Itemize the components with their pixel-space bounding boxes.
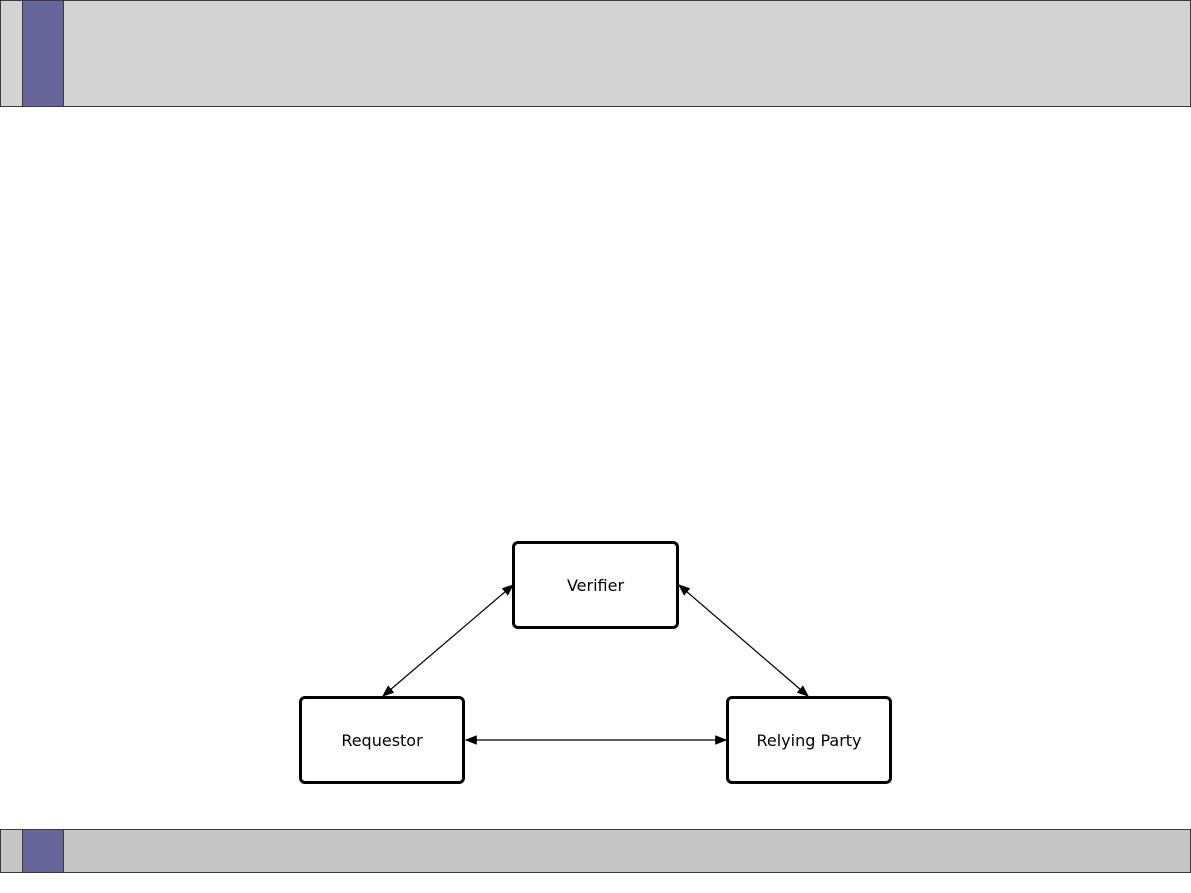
relying-party-node: Relying Party xyxy=(726,696,892,784)
verifier-node: Verifier xyxy=(512,541,679,629)
relying-party-label: Relying Party xyxy=(756,730,862,750)
footer-bar xyxy=(0,829,1191,873)
requestor-node: Requestor xyxy=(299,696,465,784)
requestor-label: Requestor xyxy=(341,730,423,750)
header-accent-block xyxy=(22,1,64,106)
footer-accent-block xyxy=(22,830,64,872)
header-bar xyxy=(0,0,1191,107)
verifier-label: Verifier xyxy=(566,575,625,595)
edge-requestor-verifier xyxy=(382,584,514,697)
edge-verifier-relying-party xyxy=(678,584,809,697)
